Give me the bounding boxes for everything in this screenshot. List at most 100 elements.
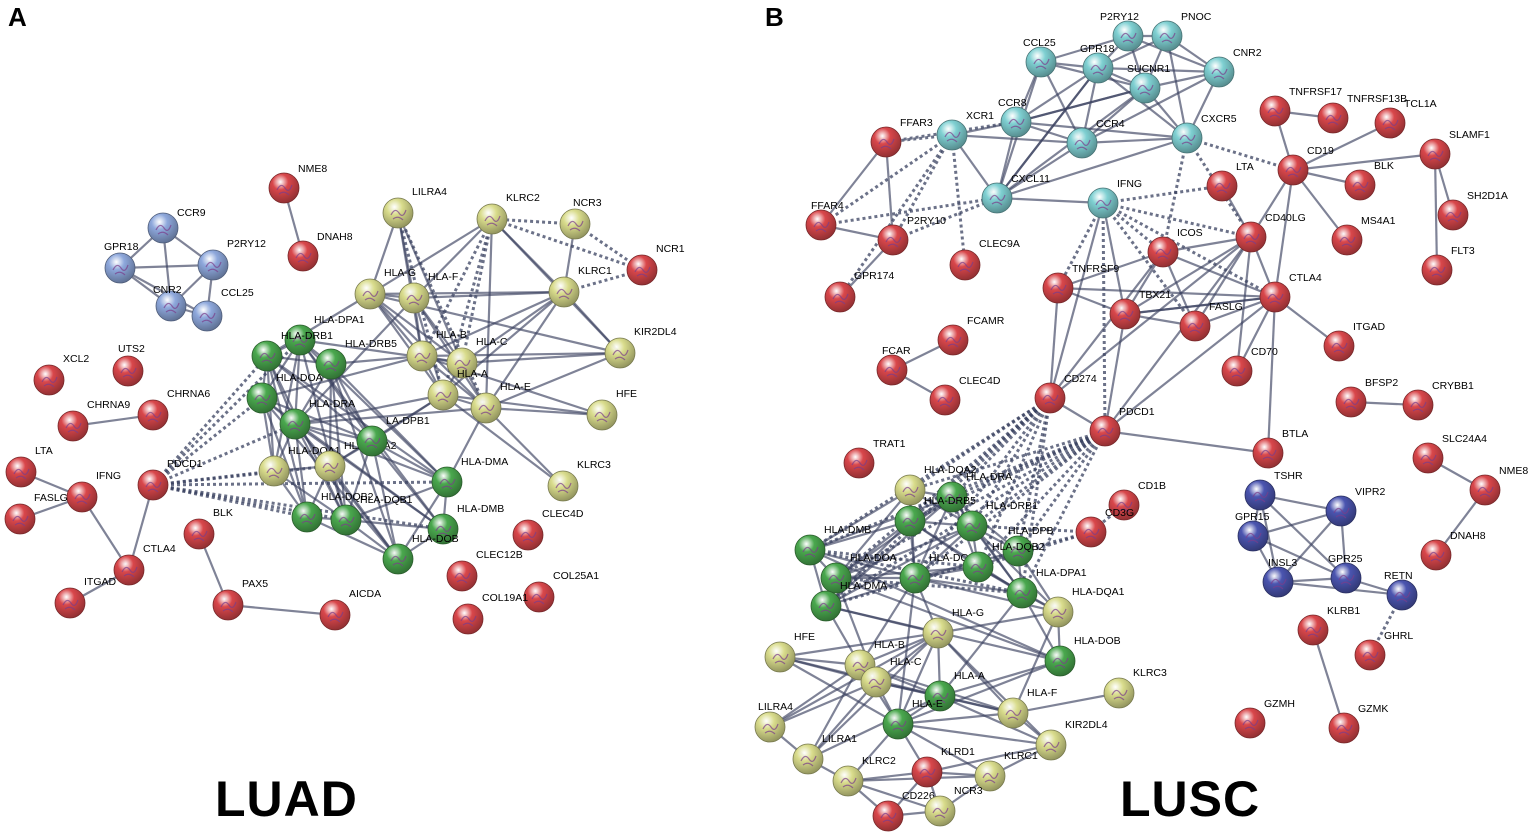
node-lusc-slc24a4[interactable]: SLC24A4 [1412,433,1487,474]
node-lusc-sucnr1[interactable]: SUCNR1 [1127,63,1170,104]
node-lusc-klrb1[interactable]: KLRB1 [1297,605,1360,646]
node-luad-hla-doa[interactable]: HLA-DOA [246,372,323,414]
node-luad-hla-e[interactable]: HLA-E [470,381,531,424]
node-lusc-cxcl11[interactable]: CXCL11 [981,173,1050,214]
node-lusc-tnfrsf13b[interactable]: TNFRSF13B [1317,93,1407,134]
node-lusc-tshr[interactable]: TSHR [1244,470,1303,511]
node-luad-faslg[interactable]: FASLG [4,492,68,535]
node-luad-hla-dpa1[interactable]: HLA-DPA1 [284,314,365,356]
node-lusc-tnfrsf17[interactable]: TNFRSF17 [1259,86,1342,127]
node-lusc-klrc1[interactable]: KLRC1 [974,750,1038,792]
node-luad-hla-dma[interactable]: HLA-DMA [431,456,508,498]
node-lusc-hla-c[interactable]: HLA-C [860,656,922,698]
node-lusc-hla-dma[interactable]: HLA-DMA [810,580,887,622]
node-luad-p2ry12[interactable]: P2RY12 [197,238,266,281]
node-lusc-ncr3[interactable]: NCR3 [924,785,983,827]
node-lusc-cd274[interactable]: CD274 [1034,373,1097,414]
node-luad-hla-drb5[interactable]: HLA-DRB5 [315,338,397,380]
node-luad-ifng[interactable]: IFNG [66,470,121,513]
node-lusc-retn[interactable]: RETN [1384,570,1418,611]
node-luad-hla-g[interactable]: HLA-G [354,267,416,310]
node-lusc-hla-drb1[interactable]: HLA-DRB1 [956,500,1038,542]
node-lusc-hla-dob[interactable]: HLA-DOB [1044,635,1121,677]
node-lusc-hfe[interactable]: HFE [764,631,815,673]
node-lusc-klrc2[interactable]: KLRC2 [832,755,896,797]
node-luad-klrc2[interactable]: KLRC2 [476,192,540,235]
node-lusc-hla-dqa1[interactable]: HLA-DQA1 [1042,586,1125,628]
node-luad-lta[interactable]: LTA [5,445,53,488]
node-lusc-hla-dqa2[interactable]: HLA-DQA2 [894,464,977,506]
node-lusc-flt3[interactable]: FLT3 [1421,245,1475,286]
node-luad-ccl25[interactable]: CCL25 [191,287,254,332]
node-lusc-icos[interactable]: ICOS [1147,227,1203,268]
node-lusc-ccl25[interactable]: CCL25 [1023,37,1057,78]
node-lusc-vipr2[interactable]: VIPR2 [1325,486,1386,527]
node-luad-ncr3[interactable]: NCR3 [559,197,602,240]
node-lusc-ctla4[interactable]: CTLA4 [1259,272,1322,313]
node-luad-hla-dra[interactable]: HLA-DRA [279,398,355,440]
node-lusc-ghrl[interactable]: GHRL [1354,630,1413,671]
node-lusc-crybb1[interactable]: CRYBB1 [1402,380,1474,421]
node-luad-clec4d[interactable]: CLEC4D [512,508,584,551]
node-lusc-trat1[interactable]: TRAT1 [843,438,906,479]
node-lusc-hla-doa[interactable]: HLA-DOA [820,552,897,594]
node-luad-col25a1[interactable]: COL25A1 [523,570,599,613]
node-luad-ctla4[interactable]: CTLA4 [113,543,176,586]
node-lusc-hla-dra[interactable]: HLA-DRA [936,471,1012,513]
node-luad-hla-dqb2[interactable]: HLA-DQB2 [291,491,374,533]
node-lusc-p2ry12[interactable]: P2RY12 [1100,11,1144,52]
node-lusc-clec9a[interactable]: CLEC9A [949,238,1020,281]
node-lusc-tcl1a[interactable]: TCL1A [1374,98,1437,139]
node-lusc-clec4d[interactable]: CLEC4D [929,375,1001,416]
node-luad-hfe[interactable]: HFE [586,388,637,431]
node-luad-lilra4[interactable]: LILRA4 [382,186,447,229]
node-luad-hla-dmb[interactable]: HLA-DMB [427,503,504,545]
node-luad-hla-f[interactable]: HLA-F [398,271,458,314]
node-lusc-fcar[interactable]: FCAR [876,345,911,386]
node-lusc-cd3g[interactable]: CD3G [1075,507,1134,548]
node-lusc-bfsp2[interactable]: BFSP2 [1335,377,1398,418]
node-lusc-ffar4[interactable]: FFAR4 [805,200,844,241]
node-lusc-gpr174[interactable]: GPR174 [824,270,894,313]
node-luad-chrna6[interactable]: CHRNA6 [137,388,210,431]
node-lusc-klrc3[interactable]: KLRC3 [1103,667,1167,709]
node-lusc-cxcr5[interactable]: CXCR5 [1171,113,1237,154]
node-lusc-hla-a[interactable]: HLA-A [924,670,985,712]
node-lusc-hla-g[interactable]: HLA-G [922,607,984,649]
node-lusc-cnr2[interactable]: CNR2 [1203,47,1262,88]
node-lusc-itgad[interactable]: ITGAD [1323,321,1386,362]
node-luad-aicda[interactable]: AICDA [319,588,381,631]
node-luad-pdcd1[interactable]: PDCD1 [137,458,203,501]
node-luad-hla-dqb1[interactable]: HLA-DQB1 [330,494,413,536]
node-lusc-hla-dmb[interactable]: HLA-DMB [794,524,871,566]
node-lusc-hla-dpa1[interactable]: HLA-DPA1 [1006,567,1087,609]
node-lusc-fcamr[interactable]: FCAMR [937,315,1005,356]
node-luad-clec12b[interactable]: CLEC12B [446,549,523,592]
node-lusc-xcr1[interactable]: XCR1 [936,110,994,151]
node-lusc-cd226[interactable]: CD226 [872,790,935,832]
node-lusc-ffar3[interactable]: FFAR3 [870,117,933,158]
node-lusc-dnah8[interactable]: DNAH8 [1420,530,1486,571]
node-lusc-gzmh[interactable]: GZMH [1234,698,1295,739]
node-luad-xcl2[interactable]: XCL2 [33,353,89,396]
node-luad-cnr2[interactable]: CNR2 [153,284,187,322]
node-luad-nme8[interactable]: NME8 [268,163,327,204]
node-lusc-lilra1[interactable]: LILRA1 [792,733,857,775]
node-lusc-gpr15[interactable]: GPR15 [1235,511,1270,552]
node-luad-col19a1[interactable]: COL19A1 [452,592,528,635]
node-luad-hla-b[interactable]: HLA-B [406,329,467,372]
node-lusc-kir2dl4[interactable]: KIR2DL4 [1035,719,1108,761]
node-lusc-faslg[interactable]: FASLG [1179,301,1243,342]
node-lusc-hla-f[interactable]: HLA-F [997,687,1057,729]
node-luad-hla-a[interactable]: HLA-A [427,368,488,411]
node-lusc-gpr25[interactable]: GPR25 [1328,553,1363,594]
node-luad-klrc1[interactable]: KLRC1 [548,265,612,308]
node-lusc-p2ry10[interactable]: P2RY10 [877,215,946,256]
node-lusc-slamf1[interactable]: SLAMF1 [1419,129,1490,170]
node-luad-klrc3[interactable]: KLRC3 [547,459,611,502]
node-lusc-hla-e[interactable]: HLA-E [882,698,943,740]
node-lusc-gpr18[interactable]: GPR18 [1080,43,1115,84]
node-lusc-nme8[interactable]: NME8 [1469,465,1528,506]
node-lusc-hla-dqb2[interactable]: HLA-DQB2 [962,541,1045,583]
node-lusc-cd40lg[interactable]: CD40LG [1235,212,1306,253]
